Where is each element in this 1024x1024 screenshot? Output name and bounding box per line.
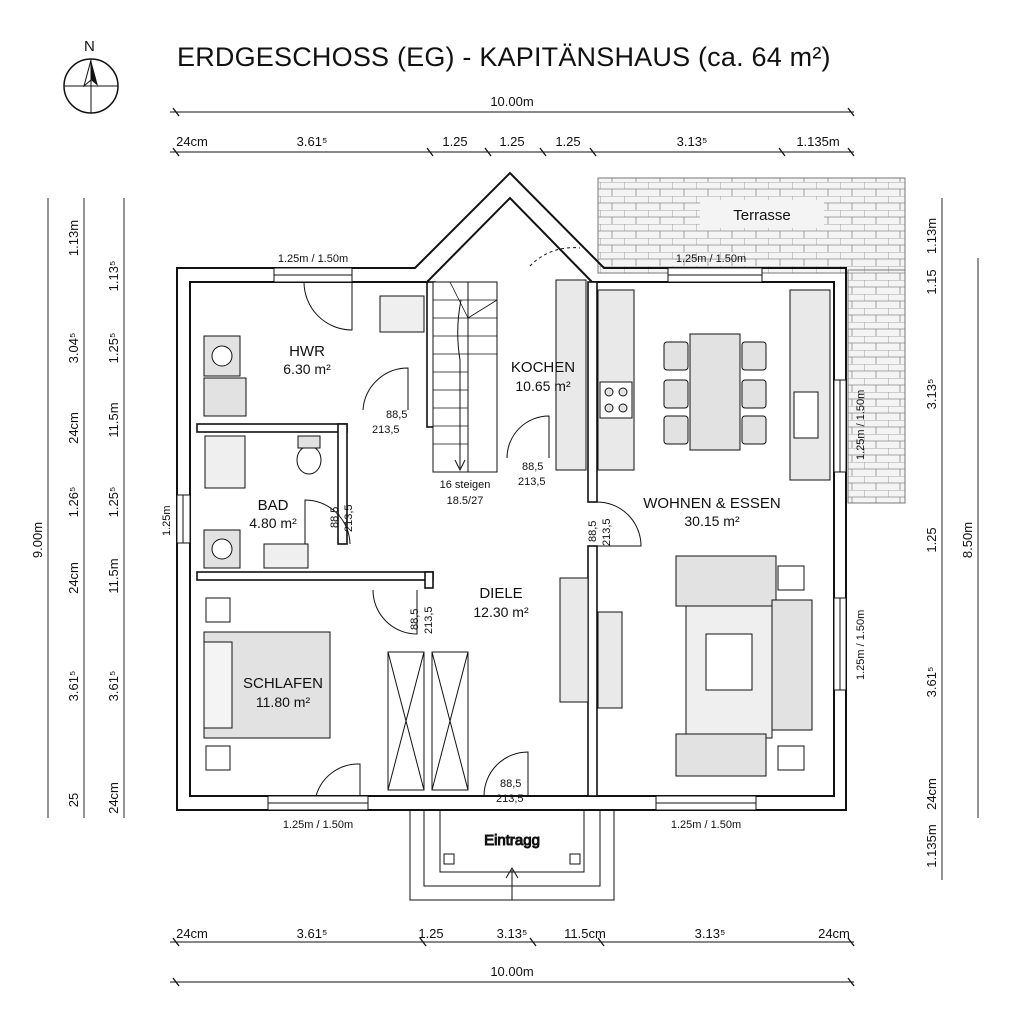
dim-left-inner-2: 11.5m (106, 402, 121, 437)
room-area-schlafen: 11.80 m² (256, 694, 311, 710)
dim-left-outer-0: 1.13m (66, 220, 81, 256)
door-schlafen-width: 88,5 (409, 609, 421, 630)
window-wohnen-bottom-label: 1.25m / 1.50m (671, 819, 741, 831)
dim-bottom-2: 1.25 (418, 926, 443, 941)
door-wohnen-height: 213,5 (601, 518, 613, 546)
door-hwr-height: 213,5 (372, 424, 400, 436)
north-arrow-icon: N (63, 38, 119, 114)
door-hwr-width: 88,5 (386, 409, 407, 421)
room-name-diele: DIELE (479, 585, 522, 602)
dim-right-total: 8.50m (960, 522, 975, 558)
stairs-steps: 16 steigen (440, 479, 491, 491)
door-bad-height: 213,5 (343, 504, 355, 532)
dim-left-outer-4: 24cm (66, 562, 81, 594)
dim-bottom-4: 11.5cm (564, 926, 606, 941)
door-entry-height: 213,5 (496, 793, 524, 805)
room-labels: HWR 6.30 m² KOCHEN 10.65 m² BAD 4.80 m² … (243, 343, 781, 710)
dim-right-outer-0: 1.13m (924, 218, 939, 254)
window-hwr-label: 1.25m / 1.50m (278, 253, 348, 265)
dim-top-4: 1.25 (555, 134, 580, 149)
windows (176, 267, 847, 811)
dim-top-total: 10.00m (490, 94, 533, 109)
dim-top-6: 1.135m (796, 134, 839, 149)
dim-bottom-5: 3.13⁵ (695, 926, 726, 941)
door-kochen-width: 88,5 (522, 461, 543, 473)
dimension-lines (47, 107, 979, 987)
room-name-bad: BAD (258, 497, 289, 514)
dim-bottom-0: 24cm (176, 926, 208, 941)
staircase (432, 281, 498, 473)
dim-left-total: 9.00m (30, 522, 45, 558)
window-wohnen-top-label: 1.25m / 1.50m (676, 253, 746, 265)
dim-top-2: 1.25 (442, 134, 467, 149)
dim-left-inner-4: 11.5m (106, 558, 121, 593)
stairs-ratio: 18.5/27 (447, 495, 484, 507)
window-schlafen-label: 1.25m / 1.50m (283, 819, 353, 831)
room-area-diele: 12.30 m² (473, 604, 529, 620)
door-entry-width: 88,5 (500, 778, 521, 790)
dim-left-inner-6: 24cm (106, 782, 121, 814)
dim-top-3: 1.25 (499, 134, 524, 149)
dim-left-inner-5: 3.61⁵ (106, 671, 121, 702)
dim-bottom-6: 24cm (818, 926, 850, 941)
door-labels: 88,5 213,5 88,5 213,5 88,5 213,5 88,5 21… (329, 409, 613, 805)
dim-top-1: 3.61⁵ (297, 134, 328, 149)
interior-walls (196, 281, 598, 797)
room-area-hwr: 6.30 m² (283, 361, 331, 377)
plan-title: ERDGESCHOSS (EG) - KAPITÄNSHAUS (ca. 64 … (177, 42, 831, 72)
door-bad-width: 88,5 (329, 507, 341, 528)
dim-top-5: 3.13⁵ (677, 134, 708, 149)
dim-left-outer-5: 3.61⁵ (66, 671, 81, 702)
room-name-schlafen: SCHLAFEN (243, 675, 323, 692)
dim-left-inner-1: 1.25⁵ (106, 333, 121, 364)
window-left-label: 1.25m (161, 505, 173, 536)
dim-left-outer-3: 1.26⁵ (66, 487, 81, 518)
dim-left-outer-2: 24cm (66, 412, 81, 444)
door-wohnen-width: 88,5 (587, 521, 599, 542)
dim-left-inner-0: 1.13⁵ (106, 261, 121, 292)
dim-right-outer-1: 3.13⁵ (924, 379, 939, 410)
entry-label: Eintragg (484, 832, 540, 849)
dim-bottom-3: 3.13⁵ (497, 926, 528, 941)
dim-bottom-1: 3.61⁵ (297, 926, 328, 941)
window-right-lower-label: 1.25m / 1.50m (855, 610, 867, 680)
room-name-hwr: HWR (289, 343, 325, 360)
room-area-kochen: 10.65 m² (515, 378, 571, 394)
dim-right-inner-0: 1.15 (924, 269, 939, 294)
window-right-upper-label: 1.25m / 1.50m (855, 390, 867, 460)
dim-bottom-total: 10.00m (490, 964, 533, 979)
dim-top-0: 24cm (176, 134, 208, 149)
doors (303, 247, 642, 797)
dim-right-outer-4: 24cm (924, 778, 939, 810)
entry-porch: Eintragg (409, 810, 615, 901)
door-kochen-height: 213,5 (518, 476, 546, 488)
compass-letter: N (84, 38, 95, 55)
door-schlafen-height: 213,5 (423, 606, 435, 634)
terrace-label: Terrasse (733, 207, 791, 224)
terrace: Terrasse (597, 177, 906, 504)
dim-right-outer-5: 1.135m (924, 824, 939, 867)
dim-left-outer-6: 25 (66, 793, 81, 807)
room-area-wohnen: 30.15 m² (684, 513, 740, 529)
room-area-bad: 4.80 m² (249, 515, 297, 531)
dim-left-inner-3: 1.25⁵ (106, 487, 121, 518)
room-name-kochen: KOCHEN (511, 359, 575, 376)
room-name-wohnen: WOHNEN & ESSEN (643, 495, 781, 512)
dim-left-outer-1: 3.04⁵ (66, 333, 81, 364)
dim-right-outer-3: 3.61⁵ (924, 667, 939, 698)
dimension-texts: 10.00m 24cm 3.61⁵ 1.25 1.25 1.25 3.13⁵ 1… (30, 94, 975, 979)
furniture (203, 279, 831, 791)
dim-right-outer-2: 1.25 (924, 527, 939, 552)
window-labels: 1.25m / 1.50m 1.25m / 1.50m 1.25m / 1.50… (161, 253, 867, 831)
